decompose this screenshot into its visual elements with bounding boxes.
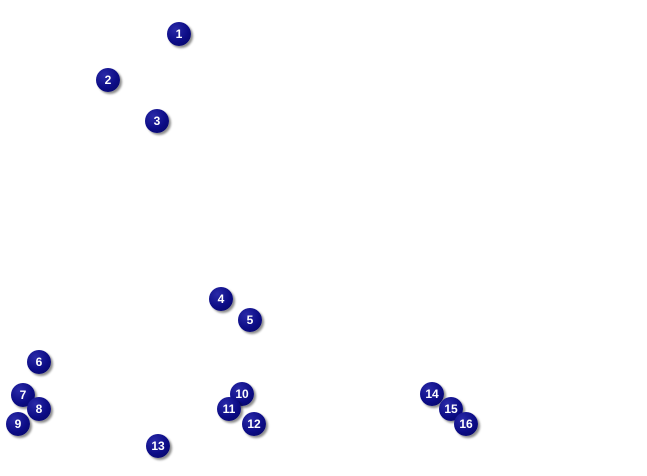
marker-1[interactable]: 1 [167,22,191,46]
marker-11[interactable]: 11 [217,397,241,421]
marker-3[interactable]: 3 [145,109,169,133]
marker-12[interactable]: 12 [242,412,266,436]
marker-9[interactable]: 9 [6,412,30,436]
marker-8[interactable]: 8 [27,397,51,421]
marker-7[interactable]: 7 [11,383,35,407]
marker-4[interactable]: 4 [209,287,233,311]
marker-6[interactable]: 6 [27,350,51,374]
marker-2[interactable]: 2 [96,68,120,92]
marker-5[interactable]: 5 [238,308,262,332]
marker-13[interactable]: 13 [146,434,170,458]
marker-16[interactable]: 16 [454,412,478,436]
